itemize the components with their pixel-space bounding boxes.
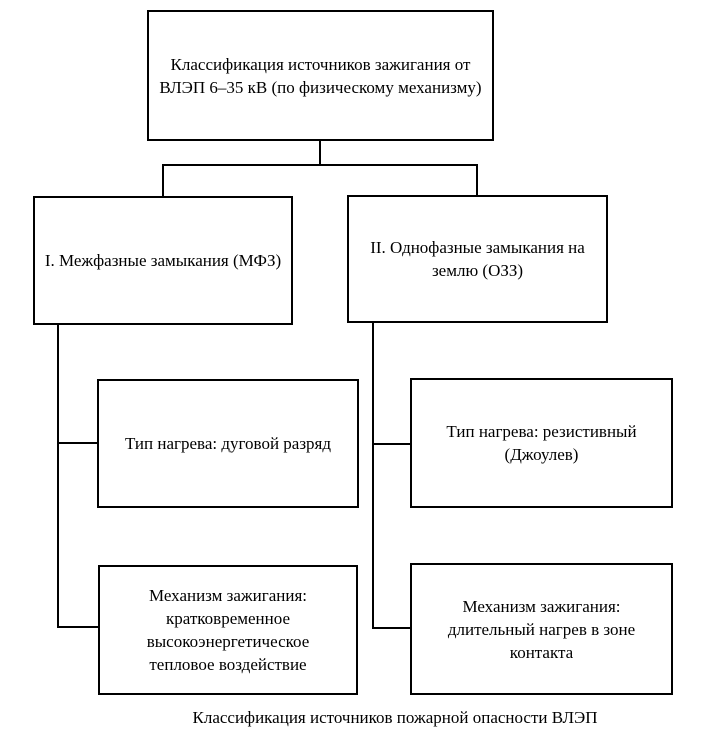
node-mfz-mech-label: Механизм зажигания: кратковременное высо… <box>146 586 310 674</box>
node-root-classification: Классификация источников зажигания от ВЛ… <box>147 10 494 141</box>
node-ozz-ignition-mechanism: Механизм зажигания: длительный нагрев в … <box>410 563 673 695</box>
node-branch-single-phase-ground-faults: II. Однофазные замыкания на землю (ОЗЗ) <box>347 195 608 323</box>
node-mfz-ignition-mechanism: Механизм зажигания: кратковременное высо… <box>98 565 358 695</box>
connector-mfz-trunk <box>57 323 59 628</box>
node-branch-interphase-faults: I. Межфазные замыкания (МФЗ) <box>33 196 293 325</box>
node-ozz-heating-label: Тип нагрева: резистивный (Джоулев) <box>446 422 637 464</box>
node-ozz-heating-type: Тип нагрева: резистивный (Джоулев) <box>410 378 673 508</box>
node-mfz-heating-label: Тип нагрева: дуговой разряд <box>124 434 332 453</box>
node-branch-mfz-label: I. Межфазные замыкания (МФЗ) <box>44 251 282 270</box>
connector-mfz-heating-stub <box>57 442 98 444</box>
node-mfz-heating-type: Тип нагрева: дуговой разряд <box>97 379 359 508</box>
connector-ozz-trunk <box>372 321 374 629</box>
node-root-label: Классификация источников зажигания от ВЛ… <box>159 54 482 97</box>
connector-split-horizontal <box>162 164 478 166</box>
node-ozz-mech-label: Механизм зажигания: длительный нагрев в … <box>447 596 636 662</box>
connector-root-drop <box>319 139 321 166</box>
connector-split-right-drop <box>476 164 478 196</box>
connector-ozz-heating-stub <box>372 443 411 445</box>
connector-split-left-drop <box>162 164 164 197</box>
connector-ozz-mechanism-stub <box>372 627 411 629</box>
diagram-caption: Классификация источников пожарной опасно… <box>192 708 598 727</box>
node-branch-ozz-label: II. Однофазные замыкания на землю (ОЗЗ) <box>370 238 585 280</box>
connector-mfz-mechanism-stub <box>57 626 99 628</box>
